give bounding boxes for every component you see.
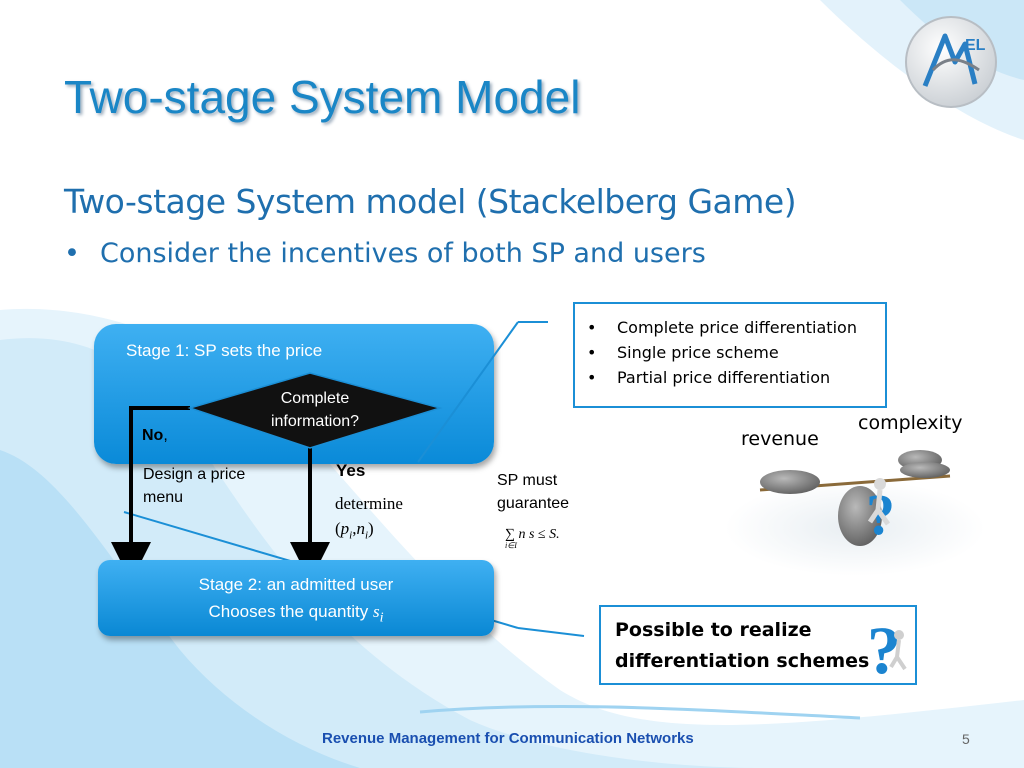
stone-left [760,470,820,494]
stage2-line2-text: Chooses the quantity [208,602,369,621]
pricing-schemes-list: •Complete price differentiation •Single … [587,318,857,393]
university-logo: EL [905,16,997,108]
no-action: Design a price menu [143,463,293,509]
stone-fulcrum [838,486,882,546]
footer-text: Revenue Management for Communication Net… [322,730,694,747]
var-sub-i2: i [364,529,369,542]
balance-illustration: ? [725,450,985,576]
slide-title: Two-stage System Model [64,71,581,123]
conclusion-line2: differentiation schemes [615,650,870,672]
yes-label: Yes [336,461,366,480]
svg-text:EL: EL [965,37,986,54]
decision-line2: information? [270,413,360,430]
scheme-item-1: Complete price differentiation [617,318,857,337]
callout-line-lower-tail [517,627,585,637]
complexity-label: complexity [858,412,963,434]
constraint-formula-main: ∑ n s ≤ S. [505,527,560,542]
constraint-line2: guarantee [497,495,570,512]
constraint-text: SP must guarantee [497,469,569,515]
constraint-line1: SP must [497,472,558,489]
list-item: •Partial price differentiation [587,368,831,387]
stage2-line1: Stage 2: an admitted user [198,575,394,594]
var-n: n [356,519,365,538]
conclusion-text: Possible to realize differentiation sche… [615,615,869,677]
stone-right [900,462,950,478]
var-p: p [340,519,350,538]
yes-action: determine [335,494,403,513]
figure-body [867,489,891,526]
constraint-formula: ∑ n s ≤ S. i∈I [505,527,560,550]
callout-line-upper [417,321,519,463]
no-label-comma: , [163,427,168,444]
figure-head-small [894,630,904,640]
page-number: 5 [962,731,970,747]
list-item: •Single price scheme [587,343,779,362]
decision-line1: Complete [280,390,350,407]
bullet-dot: • [64,238,80,269]
decision-diamond [187,372,443,449]
price-quantity-vars: (pi,ni) [335,519,374,542]
bullet-text: Consider the incentives of both SP and u… [100,238,706,269]
var-sub-i: i [349,529,353,542]
pricing-schemes-box: •Complete price differentiation •Single … [573,302,887,408]
stage2-line2: Chooses the quantity si [98,602,494,626]
no-branch-arrow [111,406,190,582]
conclusion-line1: Possible to realize [615,619,812,641]
no-action-line2: menu [143,489,184,506]
slide-subtitle: Two-stage System model (Stackelberg Game… [64,182,797,221]
no-action-line1: Design a price [143,466,246,483]
decision-text: Complete information? [230,387,400,433]
conclusion-box: Possible to realize differentiation sche… [599,605,917,685]
list-item: •Complete price differentiation [587,318,857,337]
figure-head [874,478,886,490]
stage2-var: s [372,602,380,621]
stage1-label: Stage 1: SP sets the price [126,341,323,360]
no-label-text: No [142,427,164,444]
scheme-item-2: Single price scheme [617,343,779,362]
stage2-box: Stage 2: an admitted user Chooses the qu… [98,560,494,636]
revenue-label: revenue [741,428,819,450]
stage2-var-sub: i [379,609,384,626]
constraint-formula-sub: i∈I [505,541,517,550]
bullet-item: • Consider the incentives of both SP and … [64,238,706,269]
question-mark-icon-small: ? [867,612,901,683]
no-label: No, [142,427,168,445]
figure-body-small [889,639,907,671]
scheme-item-3: Partial price differentiation [617,368,831,387]
question-figure-icon: ? [867,612,907,683]
